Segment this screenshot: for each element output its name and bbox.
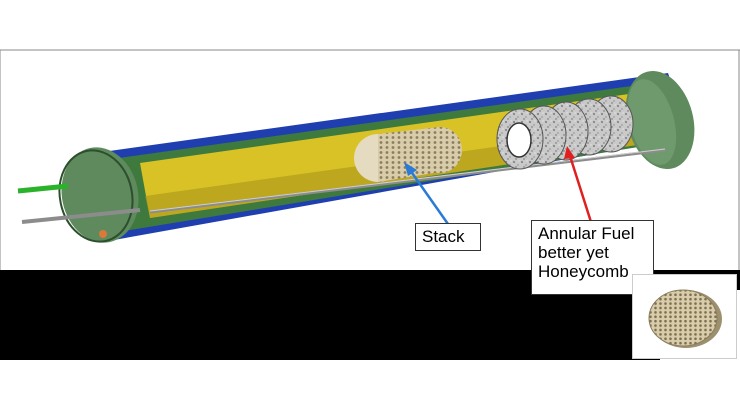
annular-fuel-label: Annular Fuel better yet Honeycomb	[531, 220, 654, 295]
fuel-pointer-arrowhead	[564, 146, 575, 159]
gray-inlet-pipe	[21, 208, 141, 224]
left-end-cap-rim	[58, 149, 134, 243]
fuel-ring-bore	[506, 122, 532, 158]
green-inlet-pipe	[17, 183, 69, 194]
fuel-label-line-3: Honeycomb	[538, 262, 629, 281]
orange-port	[99, 230, 107, 238]
fuel-label-line-1: Annular Fuel	[538, 224, 635, 243]
stack-label: Stack	[415, 223, 481, 251]
honeycomb-inset-image	[648, 289, 722, 348]
stack-pointer-arrow	[408, 169, 450, 225]
stack-rear-face	[418, 127, 462, 173]
right-end-cap-face	[627, 79, 677, 165]
support-rod	[149, 148, 666, 214]
left-end-cap	[61, 147, 139, 243]
stack-pointer-arrowhead	[404, 162, 417, 176]
fuel-label-line-2: better yet	[538, 243, 609, 262]
honeycomb-inset	[632, 274, 737, 359]
stack-label-text: Stack	[422, 227, 465, 246]
support-rod-highlight	[149, 148, 666, 212]
fuel-pointer-arrow	[568, 155, 593, 223]
